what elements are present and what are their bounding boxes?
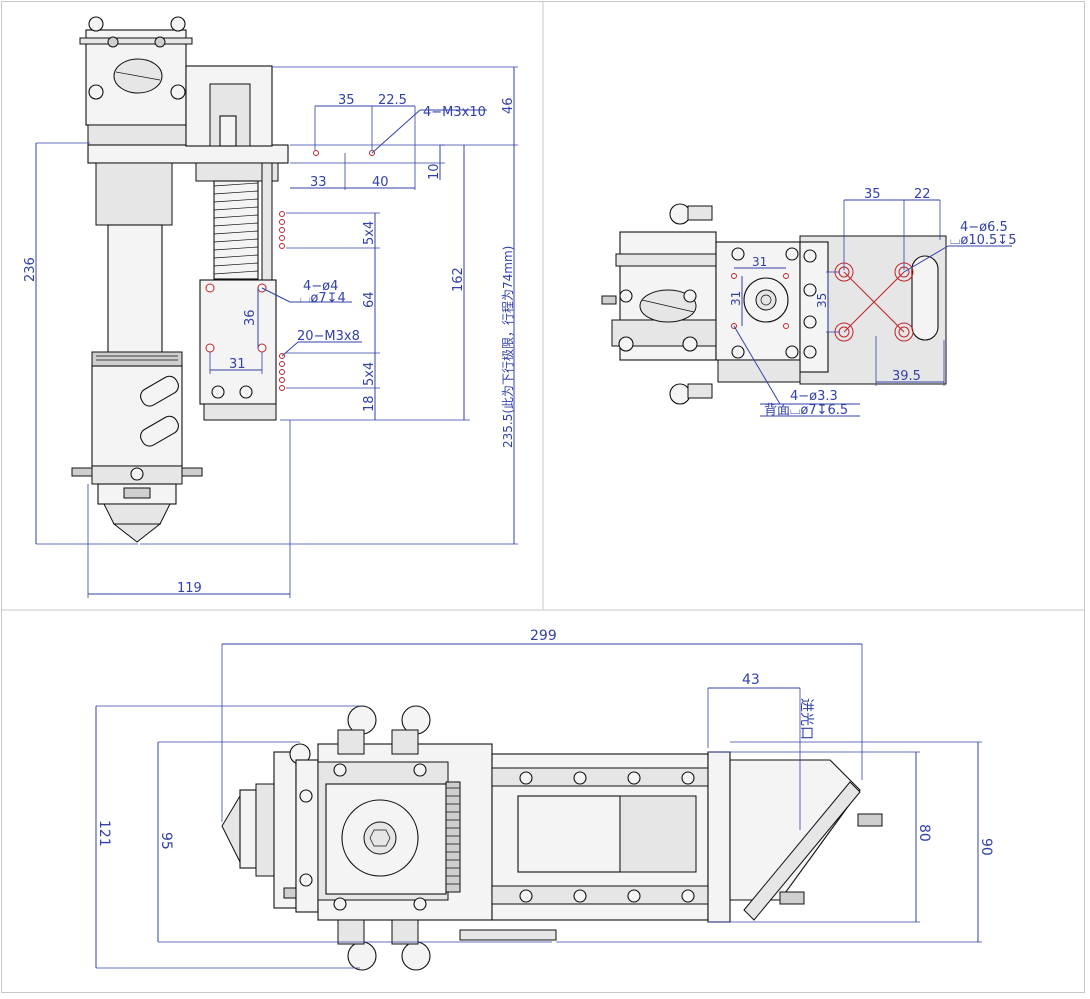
dim-35-side: 35 <box>338 93 355 108</box>
dim-m3x8: 20−M3x8 <box>297 329 360 344</box>
dim-counterbore-top: ⌴ø10.5↧5 <box>950 233 1016 248</box>
dim-10: 10 <box>427 163 442 180</box>
dim-119: 119 <box>177 581 202 596</box>
top-dimension-lines <box>733 199 1012 417</box>
dim-162: 162 <box>451 267 466 292</box>
top-view: 35 22 4−ø6.5 ⌴ø10.5↧5 31 31 35 39.5 4−ø3… <box>601 187 1016 418</box>
dim-phi4: 4−ø4 <box>303 279 338 294</box>
dim-22-5-side: 22.5 <box>378 93 407 108</box>
front-view: 299 43 进光口 121 95 80 90 <box>95 628 994 971</box>
dim-39-5: 39.5 <box>892 369 921 384</box>
dim-inlet-label: 进光口 <box>798 698 814 740</box>
front-dimension-lines <box>95 643 982 969</box>
dim-counterbore-side: ⌴ø7↧4 <box>300 291 346 306</box>
dim-64: 64 <box>362 291 377 308</box>
ball-screw-thread <box>213 182 259 275</box>
side-dimension-lines <box>35 66 518 598</box>
dim-33: 33 <box>310 175 327 190</box>
dim-80: 80 <box>916 824 932 842</box>
dim-phi3-3: 4−ø3.3 <box>790 389 838 404</box>
dim-5x4-lower: 5x4 <box>362 362 377 386</box>
dim-5x4-upper: 5x4 <box>362 221 377 245</box>
dim-236: 236 <box>23 257 38 282</box>
dim-35-top: 35 <box>864 187 881 202</box>
dim-121: 121 <box>96 820 112 847</box>
dim-31-side: 31 <box>229 357 246 372</box>
dim-m3x10: 4−M3x10 <box>423 105 486 120</box>
front-thread <box>446 787 460 885</box>
dim-43: 43 <box>742 672 760 688</box>
top-red-holes <box>731 262 914 342</box>
dim-40: 40 <box>372 175 389 190</box>
side-red-holes <box>205 150 375 391</box>
dim-46: 46 <box>501 97 516 114</box>
dim-31-top-v: 31 <box>729 291 743 306</box>
dim-90: 90 <box>978 838 994 856</box>
dim-back-counterbore: 背面⌴ø7↧6.5 <box>764 403 848 418</box>
dim-phi6-5: 4−ø6.5 <box>960 220 1008 235</box>
dim-22-top: 22 <box>914 187 931 202</box>
dim-31-top-h: 31 <box>752 255 767 269</box>
dim-36: 36 <box>243 309 258 326</box>
dim-95: 95 <box>158 832 174 850</box>
side-view: 35 22.5 4−M3x10 46 33 40 10 236 162 5x4 … <box>23 16 518 598</box>
dim-18: 18 <box>362 395 377 412</box>
dim-299: 299 <box>530 628 557 644</box>
dim-235-5: 235.5(此为下行极限，行程为74mm) <box>500 246 515 448</box>
dim-35-top-v: 35 <box>815 293 829 308</box>
